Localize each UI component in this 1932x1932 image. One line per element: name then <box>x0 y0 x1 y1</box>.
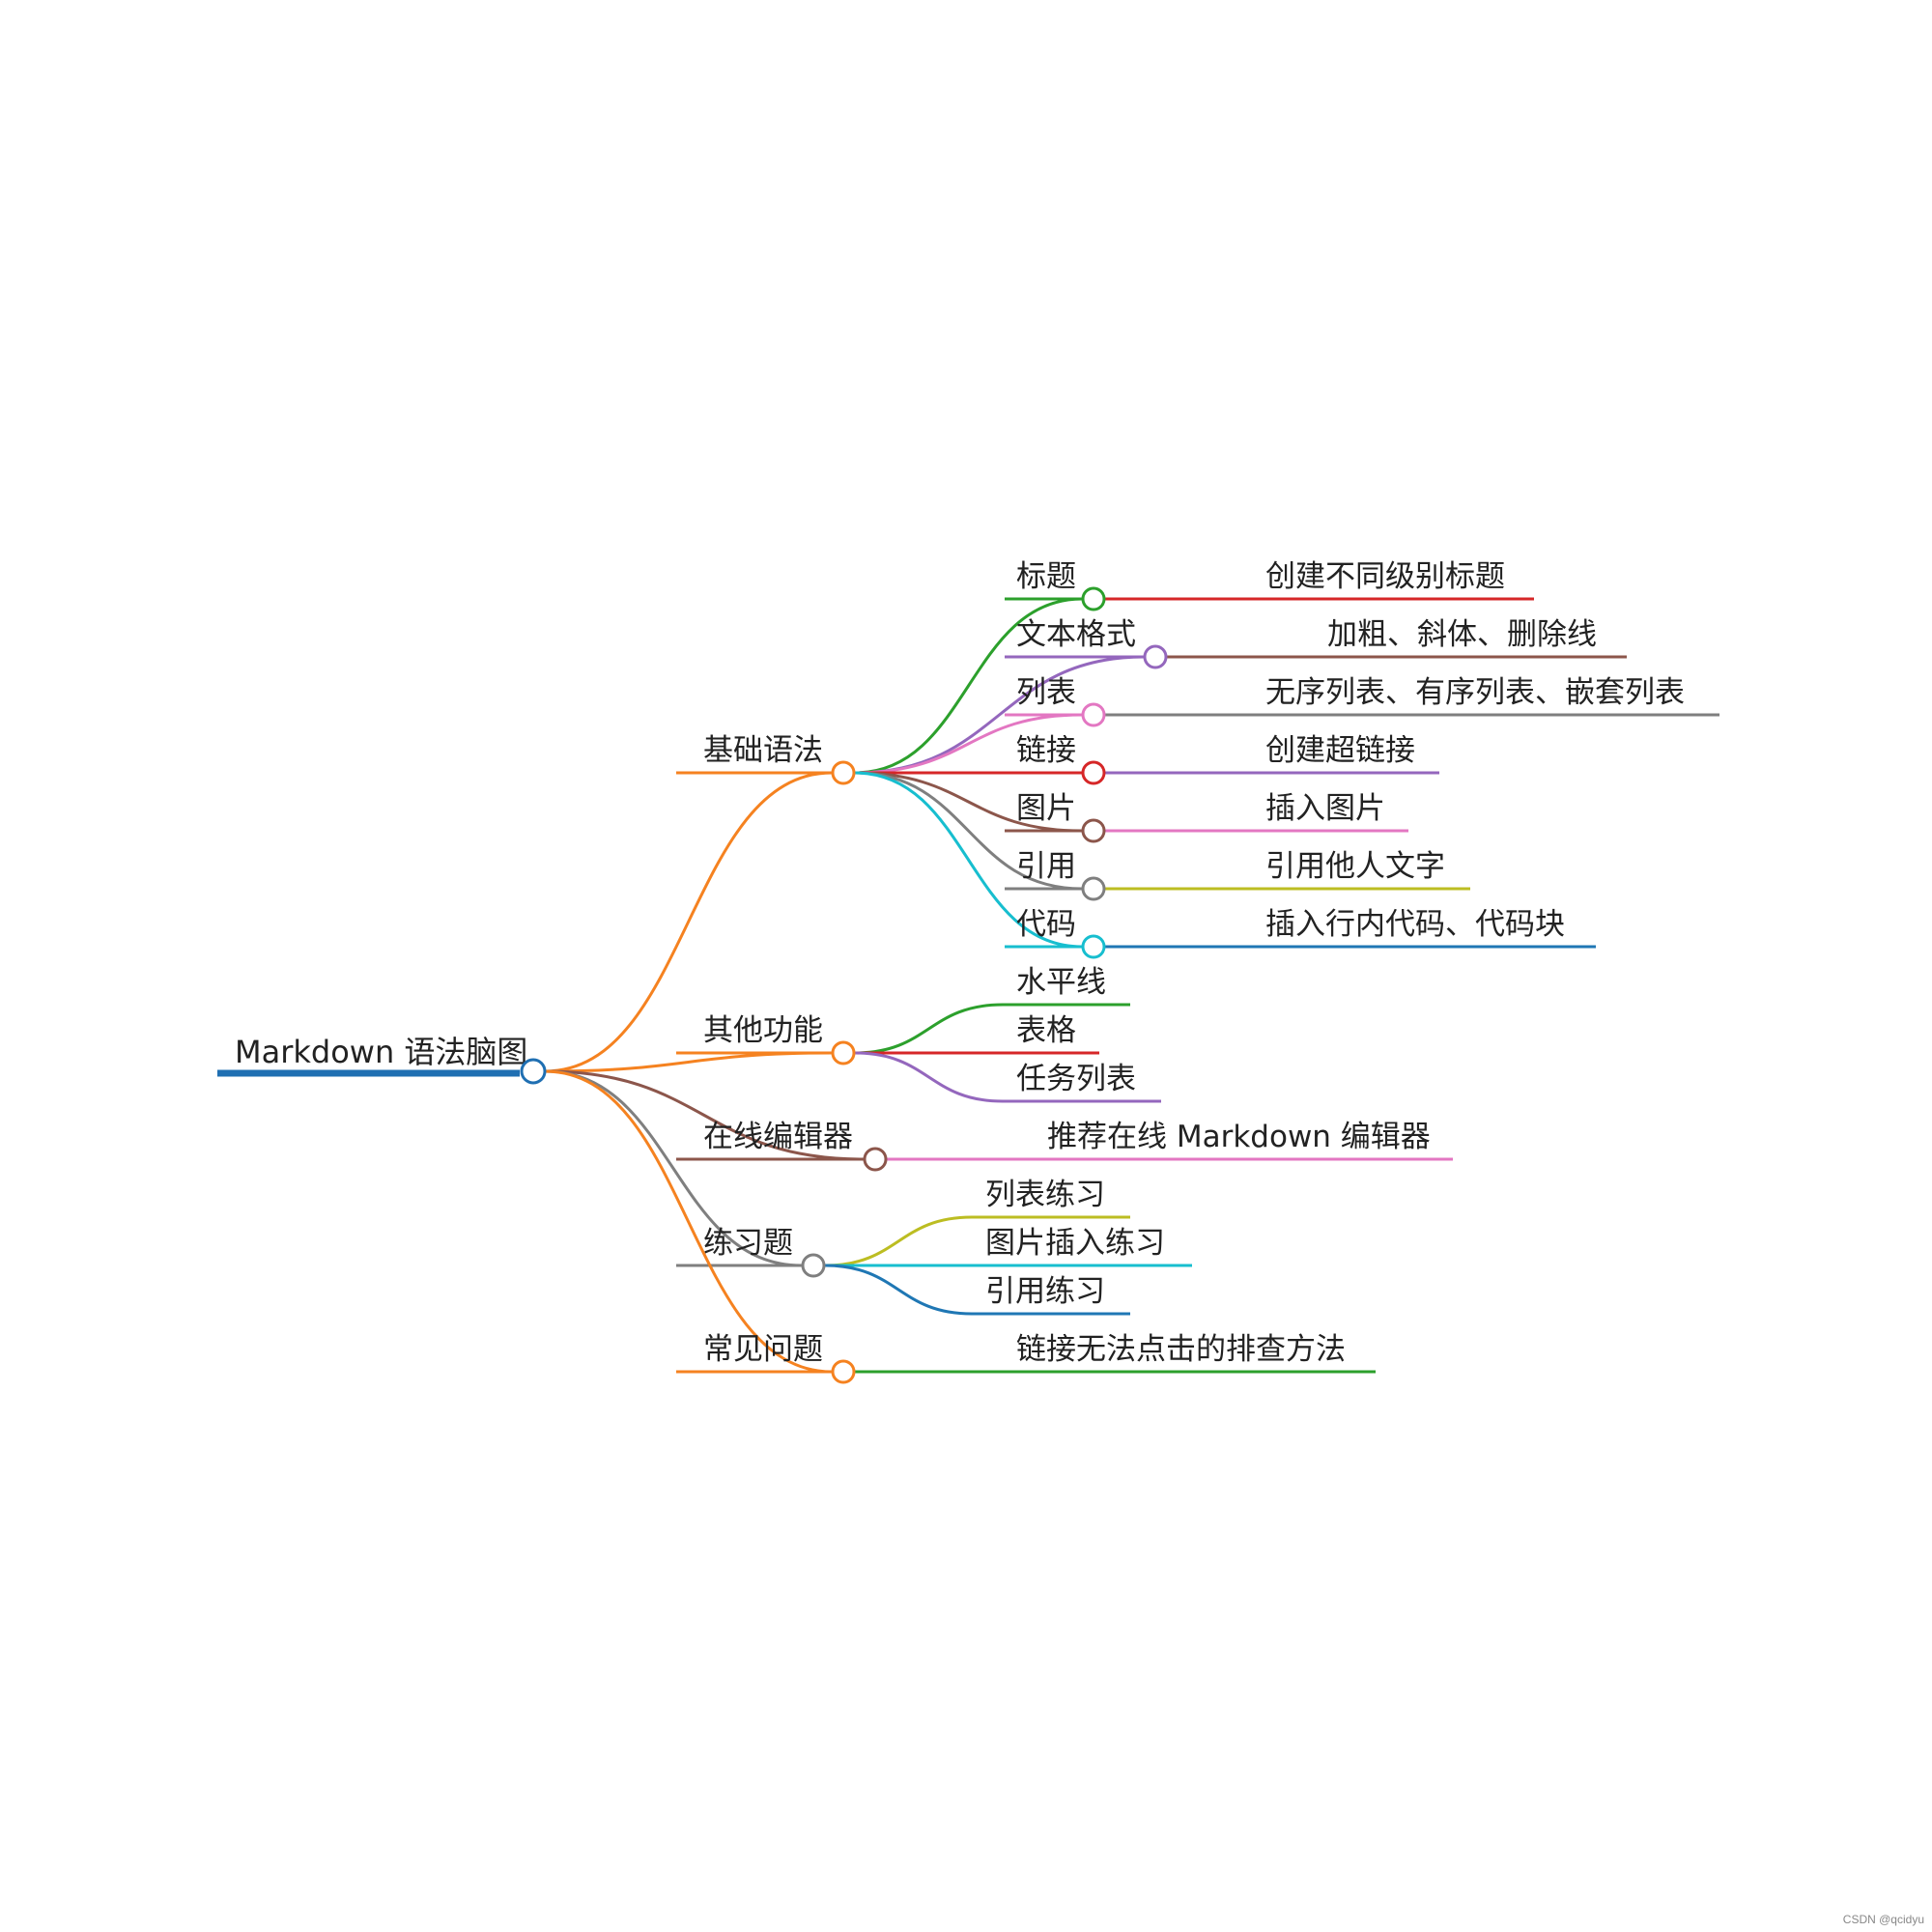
edge-branch3-child-2 <box>824 1264 973 1316</box>
root-node-dot[interactable] <box>520 1058 547 1085</box>
edge-branch1-child-2 <box>854 1051 1004 1103</box>
leaf-label-4: 插入图片 <box>1265 791 1385 826</box>
branch-node-dot-4[interactable] <box>831 1359 856 1384</box>
branch-node-dot-1[interactable] <box>831 1040 856 1065</box>
edge-basic-child-5 <box>854 771 1083 891</box>
branch-node-dot-2[interactable] <box>863 1147 888 1172</box>
branch-label-2: 在线编辑器 <box>703 1120 853 1154</box>
child-node-dot-4[interactable] <box>1081 818 1106 843</box>
branch3-child-label-1: 图片插入练习 <box>985 1226 1165 1261</box>
edge-root-branch-3 <box>544 1069 803 1267</box>
child-node-dot-1[interactable] <box>1143 644 1168 669</box>
branch1-child-label-1: 表格 <box>1016 1013 1076 1048</box>
branch3-child-label-2: 引用练习 <box>985 1274 1105 1309</box>
child-node-dot-0[interactable] <box>1081 586 1106 611</box>
edge-root-branch-2 <box>544 1069 865 1161</box>
branch-label-0: 基础语法 <box>703 733 823 768</box>
edge-branch1-child-0 <box>854 1003 1004 1055</box>
leaf-label-3: 创建超链接 <box>1265 733 1415 768</box>
edge-root-branch-4 <box>544 1069 833 1374</box>
edge-basic-child-4 <box>854 771 1083 833</box>
root-node-label: Markdown 语法脑图 <box>235 1034 527 1070</box>
branch-label-3: 练习题 <box>703 1226 793 1261</box>
branch1-child-label-0: 水平线 <box>1016 965 1106 1000</box>
leaf-label-2: 无序列表、有序列表、嵌套列表 <box>1265 675 1685 710</box>
branch1-child-label-2: 任务列表 <box>1016 1062 1136 1096</box>
child-label-1: 文本格式 <box>1016 617 1136 652</box>
edge-basic-child-2 <box>854 713 1083 775</box>
branch-node-dot-3[interactable] <box>801 1253 826 1278</box>
edge-branch3-child-0 <box>824 1215 973 1267</box>
branch-node-dot-0[interactable] <box>831 760 856 785</box>
leaf-label-0: 创建不同级别标题 <box>1265 559 1505 594</box>
edge-basic-child-0 <box>854 597 1083 775</box>
child-label-2: 列表 <box>1016 675 1076 710</box>
child-label-4: 图片 <box>1016 791 1076 826</box>
leaf-label-5: 引用他人文字 <box>1265 849 1445 884</box>
child-node-dot-5[interactable] <box>1081 876 1106 901</box>
child-label-6: 代码 <box>1016 907 1076 942</box>
branch-label-4: 常见问题 <box>703 1332 823 1367</box>
child-label-3: 链接 <box>1016 733 1076 768</box>
branch2-child-label-0: 推荐在线 Markdown 编辑器 <box>1047 1120 1431 1154</box>
watermark: CSDN @qcidyu <box>1842 1913 1924 1926</box>
child-label-5: 引用 <box>1016 849 1076 884</box>
branch3-child-label-0: 列表练习 <box>985 1178 1105 1212</box>
branch4-child-label-0: 链接无法点击的排查方法 <box>1016 1332 1346 1367</box>
child-node-dot-3[interactable] <box>1081 760 1106 785</box>
branch-label-1: 其他功能 <box>703 1013 823 1048</box>
child-node-dot-6[interactable] <box>1081 934 1106 959</box>
edge-root-branch-0 <box>544 771 833 1073</box>
leaf-label-1: 加粗、斜体、删除线 <box>1327 617 1597 652</box>
leaf-label-6: 插入行内代码、代码块 <box>1265 907 1565 942</box>
edge-basic-child-6 <box>854 771 1083 949</box>
child-node-dot-2[interactable] <box>1081 702 1106 727</box>
child-label-0: 标题 <box>1016 559 1076 594</box>
